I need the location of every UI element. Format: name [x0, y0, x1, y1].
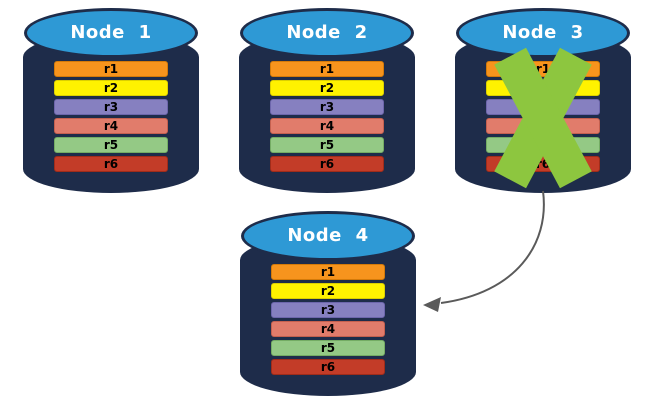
row-r5: r5: [486, 137, 600, 153]
row-stack: r1 r2 r3 r4 r5 r6: [270, 61, 384, 175]
row-r5: r5: [270, 137, 384, 153]
row-r3: r3: [54, 99, 168, 115]
row-r4: r4: [54, 118, 168, 134]
failover-arrowhead-icon: [423, 297, 441, 312]
node-4: Node 4 r1 r2 r3 r4 r5 r6: [240, 210, 416, 396]
row-r6: r6: [486, 156, 600, 172]
row-r6: r6: [54, 156, 168, 172]
row-r5: r5: [271, 340, 385, 356]
row-r4: r4: [486, 118, 600, 134]
row-r5: r5: [54, 137, 168, 153]
cylinder-top: [241, 211, 415, 261]
failover-arrow-line: [440, 190, 545, 304]
row-r2: r2: [486, 80, 600, 96]
row-r2: r2: [270, 80, 384, 96]
row-r2: r2: [271, 283, 385, 299]
row-r4: r4: [270, 118, 384, 134]
row-r3: r3: [271, 302, 385, 318]
cylinder-top: [24, 8, 198, 58]
row-r3: r3: [486, 99, 600, 115]
row-stack: r1 r2 r3 r4 r5 r6: [486, 61, 600, 175]
node-label: Node 1: [70, 22, 152, 43]
node-2: Node 2 r1 r2 r3 r4 r5 r6: [239, 7, 415, 193]
row-stack: r1 r2 r3 r4 r5 r6: [271, 264, 385, 378]
row-stack: r1 r2 r3 r4 r5 r6: [54, 61, 168, 175]
row-r1: r1: [486, 61, 600, 77]
node-1: Node 1 r1 r2 r3 r4 r5 r6: [23, 7, 199, 193]
row-r6: r6: [270, 156, 384, 172]
node-label: Node 3: [502, 22, 584, 43]
row-r3: r3: [270, 99, 384, 115]
row-r1: r1: [271, 264, 385, 280]
row-r4: r4: [271, 321, 385, 337]
row-r1: r1: [54, 61, 168, 77]
row-r6: r6: [271, 359, 385, 375]
row-r2: r2: [54, 80, 168, 96]
node-label: Node 4: [287, 225, 369, 246]
row-r1: r1: [270, 61, 384, 77]
node-label: Node 2: [286, 22, 368, 43]
cylinder-top: [240, 8, 414, 58]
node-3: Node 3 r1 r2 r3 r4 r5 r6: [455, 7, 631, 193]
